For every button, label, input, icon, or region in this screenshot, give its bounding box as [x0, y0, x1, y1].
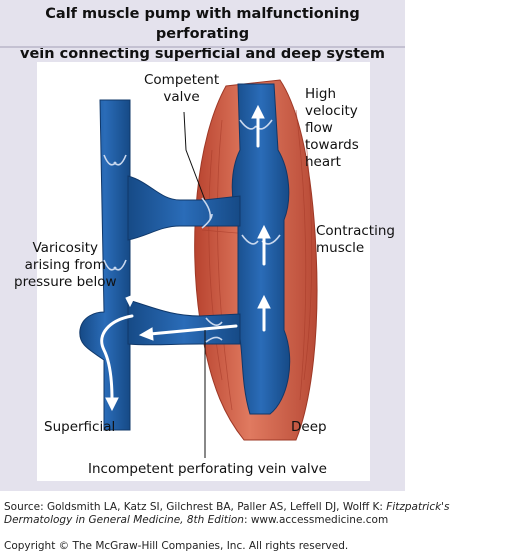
superficial-label: Superficial: [44, 419, 116, 435]
source-suffix: : www.accessmedicine.com: [243, 514, 389, 526]
title-divider: [0, 46, 405, 48]
source-book-title: Fitzpatrick's Dermatology in General Med…: [4, 501, 450, 526]
contracting-muscle-label: Contracting muscle: [316, 223, 395, 256]
flow-arrows: [100, 104, 271, 412]
varicosity-label: Varicosity arising from pressure below: [14, 240, 117, 290]
copyright-notice: Copyright © The McGraw-Hill Companies, I…: [4, 540, 349, 552]
title-line-2: vein connecting superficial and deep sys…: [20, 46, 385, 62]
upper-perforating-vein: [127, 175, 241, 241]
competent-valve-label: Competent valve: [144, 72, 220, 105]
high-velocity-label: High velocity flow towards heart: [305, 86, 359, 170]
source-citation: Source: Goldsmith LA, Katz SI, Gilchrest…: [4, 501, 504, 527]
incompetent-valve-label: Incompetent perforating vein valve: [88, 461, 327, 477]
deep-label: Deep: [291, 419, 327, 435]
competent-valve-leader: [183, 111, 206, 201]
source-prefix: Source: Goldsmith LA, Katz SI, Gilchrest…: [4, 501, 387, 513]
superficial-vein: [79, 99, 131, 431]
title-line-1: Calf muscle pump with malfunctioning per…: [45, 6, 360, 42]
figure-panel: Calf muscle pump with malfunctioning per…: [0, 0, 405, 491]
calf-muscle-pump-illustration: [79, 79, 318, 458]
reflux-arrow: [148, 324, 238, 336]
superficial-flow-arrow: [100, 314, 134, 402]
label-leader-lines: [183, 111, 206, 458]
figure-title: Calf muscle pump with malfunctioning per…: [0, 4, 405, 64]
